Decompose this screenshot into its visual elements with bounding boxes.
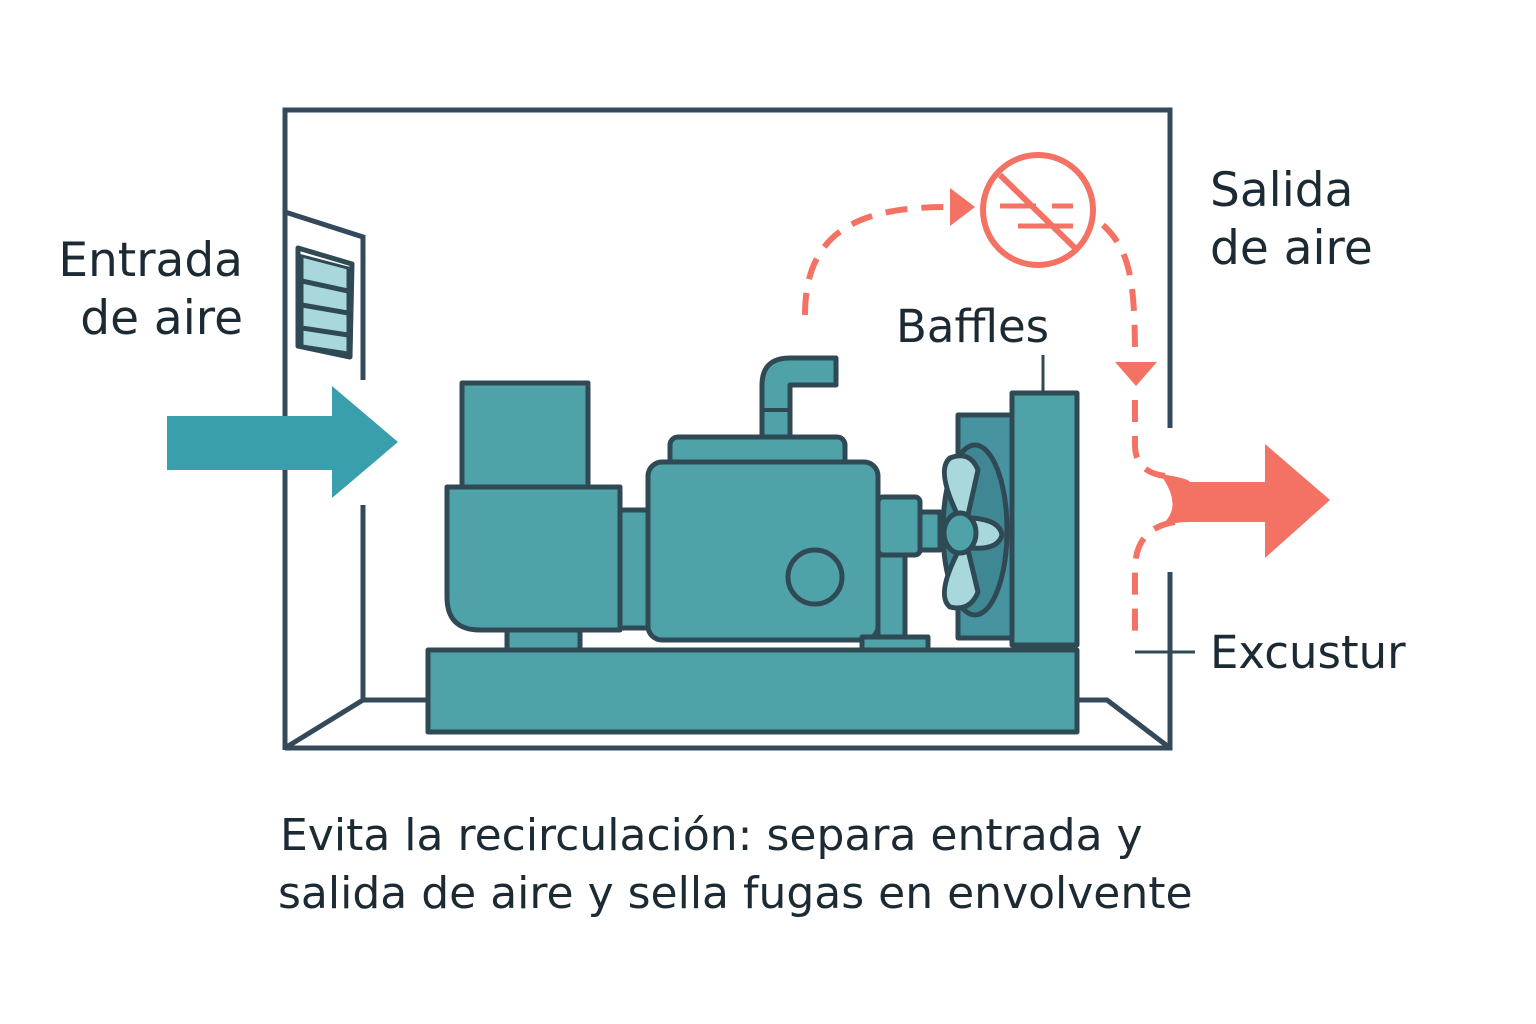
outlet-label-line2: de aire (1210, 221, 1373, 276)
fan-hub (941, 510, 979, 556)
skid-base (425, 647, 1080, 735)
generator (425, 355, 1080, 735)
alternator (444, 484, 623, 633)
intake-vent (295, 245, 355, 360)
engine-port (785, 547, 845, 607)
intake-label-line1: Entrada (58, 233, 243, 288)
outlet-arrow-icon (1160, 444, 1330, 558)
control-box (459, 380, 591, 492)
recirculation-path (802, 188, 1176, 640)
engine (645, 459, 881, 643)
fan-blade (941, 453, 981, 523)
caption-line1: Evita la recirculación: separa entrada y (280, 810, 1143, 861)
exhaust-pipe (759, 355, 839, 440)
exhaust-label: Excustur (1210, 626, 1406, 679)
coupling (617, 507, 651, 631)
no-recirculation-icon (980, 152, 1096, 268)
caption-line2: salida de aire y sella fugas en envolven… (278, 868, 1193, 919)
fan-blade (969, 515, 1005, 551)
outlet-label-line1: Salida (1210, 163, 1353, 218)
intake-label-line2: de aire (80, 291, 243, 346)
fan-blade (941, 545, 981, 611)
intake-arrow-icon (167, 386, 398, 498)
radiator (1009, 390, 1080, 648)
baffles-label: Baffles (896, 300, 1049, 353)
